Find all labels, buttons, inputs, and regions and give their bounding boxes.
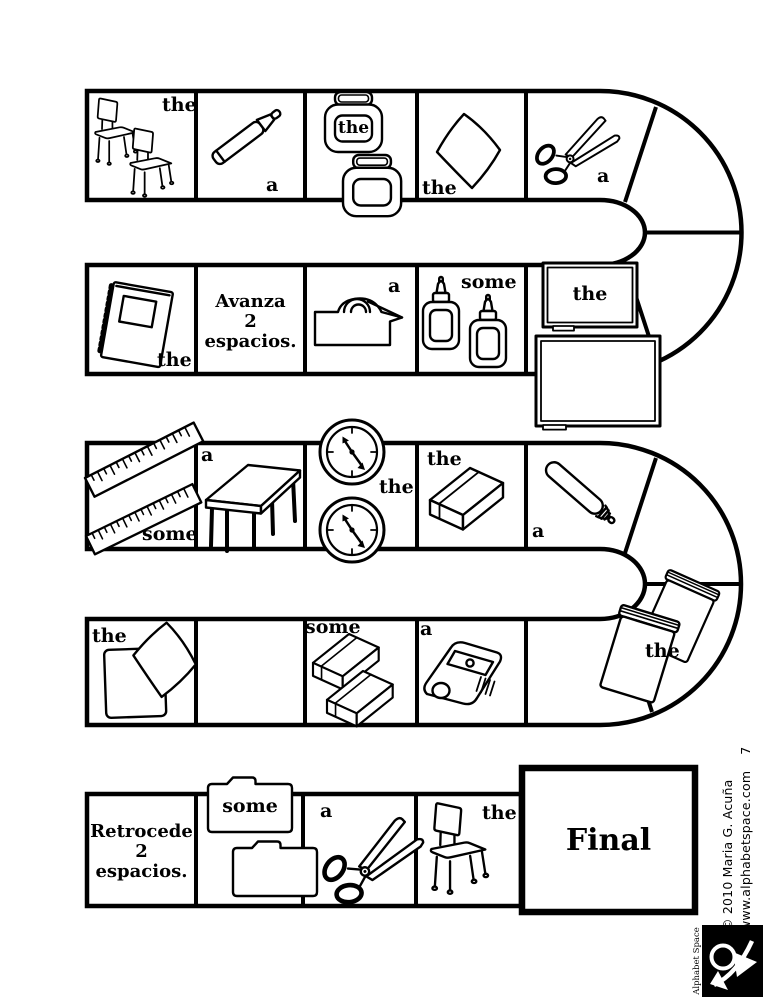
article-label-r1c1: the (162, 94, 197, 116)
retreat-line1: Retrocede (90, 821, 193, 842)
pencil-icon (544, 461, 616, 525)
tape-dispenser-icon (313, 297, 404, 347)
clock-icon (318, 418, 386, 486)
article-label-r4c1: the (92, 625, 127, 647)
article-label-r1c3: the (337, 118, 370, 138)
article-label-r2c4: some (461, 271, 517, 293)
article-label-r1c4: the (422, 177, 457, 199)
article-label-r3c2: a (201, 444, 214, 466)
article-label-r1c5: a (597, 165, 610, 187)
folder-icon (231, 840, 319, 898)
final-cell: Final (522, 768, 695, 912)
article-label-r3c4: the (427, 448, 462, 470)
article-label-r4c3: some (305, 616, 361, 638)
article-label-r4c5: the (645, 640, 680, 662)
final-label: Final (565, 822, 652, 858)
article-label-r2c1: the (157, 349, 192, 371)
article-label-r3c5: a (532, 520, 545, 542)
website-text: www.alphabetspace.com (738, 770, 753, 931)
article-label-r3c3: the (379, 476, 414, 498)
article-label-r5c2: some (222, 795, 278, 817)
page-number: 7 (738, 746, 753, 755)
pencil-sharpener-icon (423, 641, 503, 706)
advance-line1: Avanza (215, 291, 286, 312)
article-label-r3c1: some (142, 523, 198, 545)
copyright-text: © 2010 Maria G. Acuña (720, 779, 735, 932)
article-label-r2c3: a (388, 275, 401, 297)
crayon-icon (211, 108, 282, 166)
whiteboard-icon (541, 261, 639, 332)
track-rows-1-2 (84, 88, 744, 377)
advance-2-spaces-cell: Avanza 2 espacios. (196, 292, 305, 352)
retreat-line3: espacios. (95, 861, 188, 882)
advance-line3: espacios. (204, 331, 297, 352)
advance-line2: 2 (244, 311, 257, 332)
retreat-2-spaces-cell: Retrocede 2 espacios. (87, 822, 196, 882)
notebook-icon (96, 281, 174, 369)
whiteboard-icon (534, 334, 662, 431)
table-icon (204, 463, 302, 553)
article-label-r5c4: the (482, 802, 517, 824)
final-cell-border (518, 764, 699, 916)
article-label-r2c5: the (572, 283, 608, 305)
alphabet-space-logo (702, 925, 763, 997)
article-label-r4c4: a (420, 618, 433, 640)
credit-block: © 2010 Maria G. Acuña www.alphabetspace.… (719, 747, 757, 932)
retreat-line2: 2 (135, 841, 148, 862)
article-label-r1c2: a (266, 174, 279, 196)
clock-icon (318, 496, 386, 564)
article-label-r5c3: a (320, 800, 333, 822)
logo-caption: Alphabet Space (692, 927, 702, 995)
